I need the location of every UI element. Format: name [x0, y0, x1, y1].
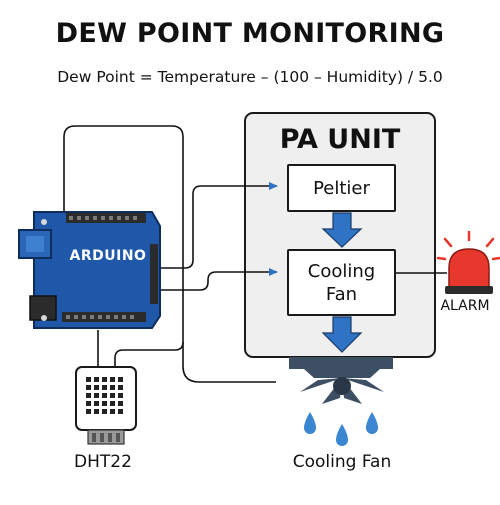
dht22-label: DHT22 — [74, 452, 132, 472]
arduino-board-icon — [18, 211, 161, 329]
flow-arrow-fan-to-exhaust — [321, 316, 363, 353]
cooling-fan-box: Cooling Fan — [287, 249, 396, 316]
peltier-label: Peltier — [313, 177, 370, 199]
alarm-label: ALARM — [440, 298, 490, 314]
cooling-fan-box-label: Cooling Fan — [307, 260, 376, 305]
wire-sensor-2 — [114, 341, 184, 368]
pa-unit-title: PA UNIT — [279, 124, 401, 155]
flow-arrow-peltier-to-fan — [321, 212, 363, 248]
diagram-title: DEW POINT MONITORING — [55, 18, 445, 49]
wire-to-peltier — [150, 182, 278, 269]
dew-point-formula: Dew Point = Temperature – (100 – Humidit… — [57, 68, 443, 86]
alarm-light-icon — [436, 230, 500, 294]
wire-arduino-top — [63, 125, 276, 383]
dht22-sensor-icon — [75, 366, 137, 445]
wire-to-fan — [150, 268, 278, 291]
arduino-label: ARDUINO — [69, 248, 147, 264]
cooling-fan-label: Cooling Fan — [292, 452, 392, 472]
wires — [63, 125, 447, 383]
fan-icon — [289, 357, 393, 404]
water-drop-icon — [304, 412, 378, 446]
peltier-box: Peltier — [287, 164, 396, 212]
